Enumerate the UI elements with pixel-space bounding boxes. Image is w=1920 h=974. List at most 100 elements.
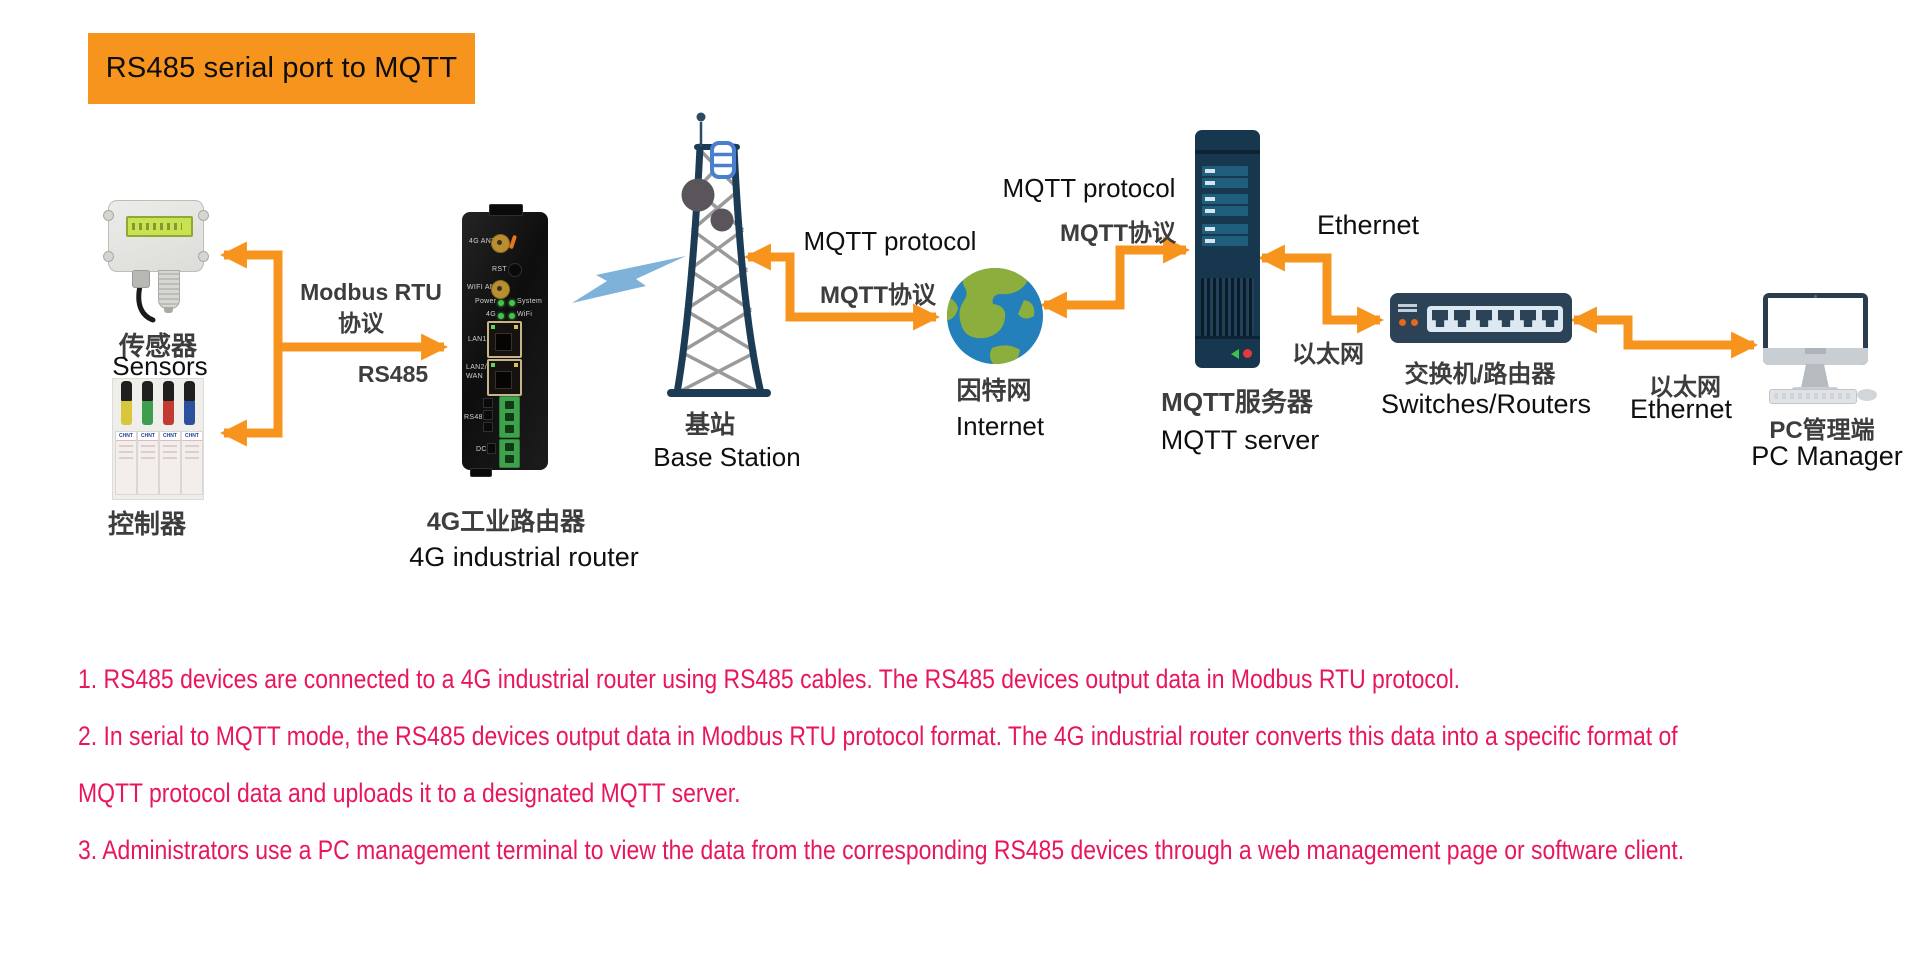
- sensors-label-zh: 传感器: [118, 331, 198, 361]
- wire-yellow: [121, 381, 132, 425]
- tower-drum-icon: [710, 208, 734, 232]
- drive-bay: [1202, 236, 1248, 246]
- mqtt-protocol-right-en: MQTT protocol: [1002, 173, 1176, 203]
- router-label-en: 4G industrial router: [409, 542, 639, 572]
- ethernet-port-icon: [1454, 310, 1470, 327]
- pc-label-zh: PC管理端: [1769, 417, 1875, 444]
- wireless-lightning-icon: [572, 256, 686, 303]
- server-vent: [1201, 278, 1254, 336]
- ethernet-right-zh: 以太网: [1649, 374, 1721, 401]
- ethernet-left-en: Ethernet: [1316, 210, 1420, 240]
- monitor-logo-area: [1805, 348, 1826, 354]
- router-wifi-ant-label: WIFI ANT: [467, 284, 500, 291]
- server-bottom-separator: [1195, 336, 1260, 339]
- lan2-wan-port-icon: [487, 359, 522, 396]
- sensors-label-en: Sensors: [112, 351, 208, 381]
- power-led-icon: [498, 300, 504, 306]
- controller-device-icon: CHNT CHNT CHNT CHNT: [112, 378, 204, 500]
- note-line-3: MQTT protocol data and uploads it to a d…: [78, 778, 741, 808]
- rs485-terminal-icon: [499, 396, 520, 438]
- led-4g-label: 4G: [486, 311, 496, 318]
- breaker-module: CHNT: [115, 431, 137, 495]
- led-system-label: System: [517, 298, 543, 305]
- breaker-module: CHNT: [181, 431, 203, 495]
- server-green-light-icon: [1231, 349, 1239, 359]
- switch-vent-line: [1398, 304, 1417, 307]
- switch-vent-line: [1398, 309, 1417, 312]
- switch-label-zh: 交换机/路由器: [1404, 361, 1556, 388]
- router-device-icon: 4G ANT RST WIFI ANT Power System 4G WiFi…: [462, 204, 548, 477]
- base-station-icon: [667, 112, 771, 397]
- ethernet-port-icon: [1432, 310, 1448, 327]
- rs485-link-label: RS485: [357, 361, 429, 387]
- rs485-pin: [483, 410, 493, 420]
- server-cap-separator: [1195, 150, 1260, 154]
- reset-button-icon: [508, 263, 522, 277]
- switch-led-icon: [1411, 319, 1418, 326]
- router-4g-ant-label: 4G ANT: [469, 238, 496, 245]
- controller-label-zh: 控制器: [107, 509, 187, 539]
- monitor-screen: [1768, 298, 1863, 348]
- switch-led-icon: [1399, 319, 1406, 326]
- lan1-label: LAN1: [468, 336, 487, 343]
- sensor-device-icon: [103, 200, 209, 272]
- led-wifi-label: WiFi: [517, 311, 533, 318]
- wifi-led-icon: [509, 313, 515, 319]
- wire-blue: [184, 381, 195, 425]
- keyboard-icon: [1769, 389, 1857, 404]
- dc-terminal-icon: [499, 439, 520, 468]
- lan2-label-line2: WAN: [466, 373, 483, 380]
- lan1-port-icon: [487, 321, 522, 358]
- screw-ear: [198, 251, 209, 262]
- drive-bay: [1202, 166, 1248, 176]
- page-title: RS485 serial port to MQTT: [105, 52, 458, 84]
- ethernet-port-icon: [1542, 310, 1558, 327]
- drive-bay: [1202, 194, 1248, 204]
- tower-drum-icon: [681, 178, 715, 212]
- base-station-label-en: Base Station: [653, 442, 801, 472]
- breaker-module: CHNT: [137, 431, 159, 495]
- mount-tab: [489, 204, 523, 216]
- internet-globe-icon: [947, 268, 1043, 364]
- ethernet-port-icon: [1476, 310, 1492, 327]
- breaker-module: CHNT: [159, 431, 181, 495]
- sensor-probe: [158, 270, 180, 309]
- base-station-label-zh: 基站: [684, 411, 736, 439]
- monitor-stand: [1801, 364, 1829, 388]
- modbus-label: Modbus RTU: [300, 279, 442, 305]
- sensor-probe-tip: [164, 307, 173, 313]
- switch-device-icon: [1390, 293, 1572, 343]
- sensor-cable-gland: [132, 270, 150, 288]
- monitor-chin: [1763, 348, 1868, 365]
- switch-port-panel: [1427, 306, 1563, 332]
- drive-bay: [1202, 224, 1248, 234]
- note-line-1: 1. RS485 devices are connected to a 4G i…: [78, 664, 1461, 694]
- pc-label-en: PC Manager: [1751, 441, 1903, 471]
- router-label-zh: 4G工业路由器: [426, 508, 586, 536]
- 4g-led-icon: [498, 313, 504, 319]
- dc-label: DC: [476, 446, 487, 453]
- mqtt-protocol-left-zh: MQTT协议: [820, 282, 936, 309]
- mqtt-server-label-zh: MQTT服务器: [1161, 387, 1313, 417]
- mqtt-server-label-en: MQTT server: [1160, 425, 1320, 455]
- note-line-4: 3. Administrators use a PC management te…: [78, 835, 1685, 865]
- note-line-2: 2. In serial to MQTT mode, the RS485 dev…: [78, 721, 1678, 751]
- screw-ear: [103, 251, 114, 262]
- screw-ear: [103, 210, 114, 221]
- mqtt-protocol-right-zh: MQTT协议: [1060, 220, 1176, 247]
- ethernet-port-icon: [1520, 310, 1536, 327]
- drive-bay: [1202, 206, 1248, 216]
- led-power-label: Power: [475, 298, 497, 305]
- antenna-connector-icon: [491, 234, 510, 253]
- ethernet-right-en: Ethernet: [1629, 394, 1733, 424]
- mount-tab: [470, 468, 492, 477]
- wire-red: [163, 381, 174, 425]
- sensor-cable: [136, 283, 156, 323]
- switch-label-en: Switches/Routers: [1380, 389, 1592, 419]
- tower-antenna-icon: [696, 112, 706, 122]
- antenna-connector-icon: [491, 280, 510, 299]
- internet-label-zh: 因特网: [956, 377, 1032, 405]
- mouse-icon: [1857, 389, 1877, 401]
- wire-green: [142, 381, 153, 425]
